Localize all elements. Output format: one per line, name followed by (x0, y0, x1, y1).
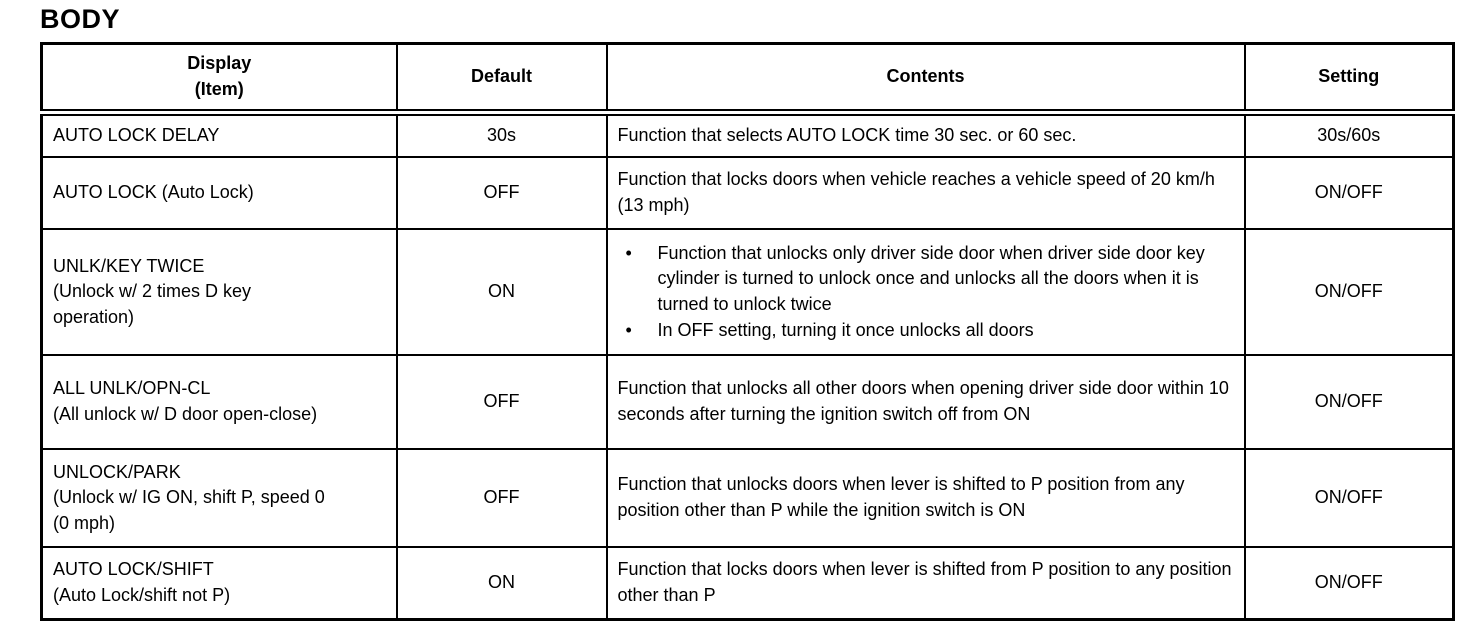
body-settings-table: Display (Item) Default Contents Setting … (40, 42, 1455, 621)
table-row: ALL UNLK/OPN-CL (All unlock w/ D door op… (40, 354, 1455, 450)
bullet-item: Function that unlocks only driver side d… (618, 241, 1234, 318)
default-value-cell: ON (395, 546, 608, 621)
contents-cell: Function that unlocks only driver side d… (605, 228, 1246, 356)
page-title: BODY (40, 4, 121, 34)
default-value-cell: ON (395, 228, 608, 356)
display-item-cell: UNLK/KEY TWICE (Unlock w/ 2 times D key … (40, 228, 398, 356)
column-header-setting: Setting (1243, 42, 1455, 116)
table-row: UNLK/KEY TWICE (Unlock w/ 2 times D key … (40, 228, 1455, 356)
default-value-cell: OFF (395, 448, 608, 548)
column-header-default: Default (395, 42, 608, 116)
display-item-cell: AUTO LOCK (Auto Lock) (40, 156, 398, 230)
display-item-cell: AUTO LOCK/SHIFT (Auto Lock/shift not P) (40, 546, 398, 621)
setting-cell: ON/OFF (1243, 228, 1455, 356)
contents-cell: Function that unlocks doors when lever i… (605, 448, 1246, 548)
contents-cell: Function that locks doors when vehicle r… (605, 156, 1246, 230)
table-row: AUTO LOCK (Auto Lock) OFF Function that … (40, 156, 1455, 230)
setting-cell: ON/OFF (1243, 354, 1455, 450)
table-header-row: Display (Item) Default Contents Setting (40, 42, 1455, 116)
setting-cell: ON/OFF (1243, 448, 1455, 548)
contents-cell: Function that locks doors when lever is … (605, 546, 1246, 621)
table-row: AUTO LOCK/SHIFT (Auto Lock/shift not P) … (40, 546, 1455, 621)
column-header-display-item: Display (Item) (40, 42, 398, 116)
display-item-cell: ALL UNLK/OPN-CL (All unlock w/ D door op… (40, 354, 398, 450)
display-item-cell: AUTO LOCK DELAY (40, 111, 398, 158)
table-row: UNLOCK/PARK (Unlock w/ IG ON, shift P, s… (40, 448, 1455, 548)
setting-cell: 30s/60s (1243, 111, 1455, 158)
table-row: AUTO LOCK DELAY 30s Function that select… (40, 111, 1455, 158)
setting-cell: ON/OFF (1243, 546, 1455, 621)
contents-cell: Function that unlocks all other doors wh… (605, 354, 1246, 450)
default-value-cell: OFF (395, 354, 608, 450)
setting-cell: ON/OFF (1243, 156, 1455, 230)
contents-cell: Function that selects AUTO LOCK time 30 … (605, 111, 1246, 158)
display-item-cell: UNLOCK/PARK (Unlock w/ IG ON, shift P, s… (40, 448, 398, 548)
contents-bullet-list: Function that unlocks only driver side d… (618, 241, 1234, 343)
default-value-cell: OFF (395, 156, 608, 230)
bullet-item: In OFF setting, turning it once unlocks … (618, 318, 1234, 344)
default-value-cell: 30s (395, 111, 608, 158)
column-header-contents: Contents (605, 42, 1246, 116)
